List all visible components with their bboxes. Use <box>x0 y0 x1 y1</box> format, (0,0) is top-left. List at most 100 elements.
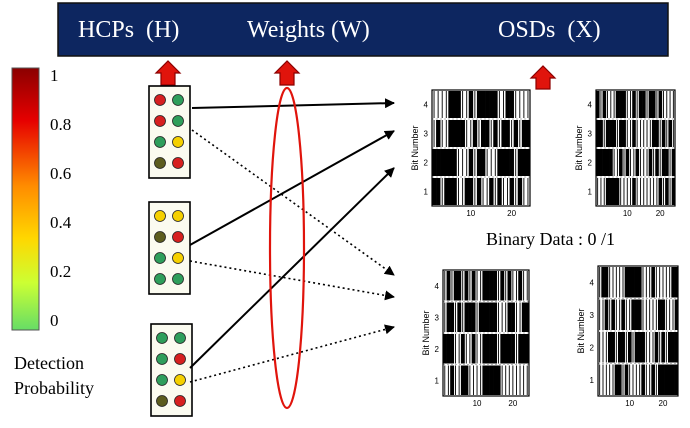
osd-bit-cell <box>668 120 673 147</box>
osd-bit-cell <box>521 149 527 176</box>
osd-bit-cell <box>642 91 646 118</box>
osd-bit-cell <box>481 120 486 147</box>
osd-bit-cell <box>452 91 457 118</box>
up-arrow-icon <box>154 60 182 86</box>
osd-bit-cell <box>628 332 632 363</box>
osd-bit-cell <box>503 334 508 364</box>
hcp-dot <box>174 332 186 344</box>
osd-bit-cell <box>632 178 636 205</box>
osd-bit-cell <box>497 149 502 176</box>
osd-bit-cell <box>507 271 512 301</box>
osd-bit-cell <box>452 120 457 147</box>
osd-ytick-label: 2 <box>424 159 429 168</box>
osd-frame <box>595 89 676 207</box>
osd-xtick-label: 10 <box>473 399 482 408</box>
osd-bit-cell <box>658 299 662 330</box>
osd-bit-cell <box>605 178 610 205</box>
osd-bit-cell <box>464 271 469 301</box>
up-arrow-icon <box>529 65 557 90</box>
hcp-dot <box>172 273 184 285</box>
osd-bit-cell <box>664 364 669 395</box>
osd-bit-cell <box>486 365 490 395</box>
osd-bit-cell <box>444 149 449 176</box>
osd-ytick-label: 3 <box>435 313 440 322</box>
osd-xtick-label: 10 <box>466 209 475 218</box>
osd-bit-cell <box>482 271 487 301</box>
osd-bit-cell <box>625 149 630 176</box>
osd-bit-cell <box>631 299 635 330</box>
osd-bit-cell <box>658 91 663 118</box>
hcp-group <box>148 201 191 295</box>
hcp-dot <box>174 374 186 386</box>
osd-bit-cell <box>634 332 639 363</box>
osd-bit-cell <box>674 267 679 298</box>
osd-bit-cell <box>436 178 441 205</box>
osd-bit-cell <box>661 299 665 330</box>
colorbar-gradient <box>11 67 40 331</box>
hcp-dot <box>172 231 184 243</box>
osd-xtick-label: 10 <box>623 209 632 218</box>
osd-bit-cell <box>619 91 623 118</box>
osd-bit-cell <box>493 271 498 301</box>
osd-bit-cell <box>654 332 659 363</box>
colorbar-caption-line2: Probability <box>14 378 94 398</box>
colorbar-tick-label: 0.6 <box>50 164 71 183</box>
osd-ytick-label: 3 <box>590 311 595 320</box>
osd-xtick-label: 20 <box>507 209 516 218</box>
hcp-group <box>150 323 193 417</box>
osd-ytick-label: 3 <box>588 130 593 139</box>
osd-bit-cell <box>671 267 675 298</box>
osd-bit-cell <box>674 299 679 330</box>
osd-bit-cell <box>518 334 523 364</box>
hcp-dot <box>154 273 166 285</box>
osd-bit-cell <box>497 178 502 205</box>
osd-bit-cell <box>443 334 447 364</box>
osd-bit-cell <box>464 365 469 395</box>
osd-bit-cell <box>448 178 453 205</box>
osd-bit-cell <box>624 267 629 298</box>
hcp-dot <box>172 157 184 169</box>
osd-bit-cell <box>638 267 642 298</box>
osd-bit-cell <box>604 299 609 330</box>
osd-bit-cell <box>489 302 494 332</box>
osd-bit-cell <box>614 364 619 395</box>
osd-bit-cell <box>599 149 603 176</box>
hcp-dot <box>172 252 184 264</box>
osd-bit-cell <box>496 365 501 395</box>
colorbar-tick-label: 0.2 <box>50 262 71 281</box>
osd-bit-cell <box>602 149 607 176</box>
osd-bit-cell <box>641 364 645 395</box>
osd-bit-cell <box>641 332 645 363</box>
osd-bit-cell <box>513 120 519 147</box>
osd-bit-cell <box>525 334 530 364</box>
osd-ytick-label: 4 <box>424 101 429 110</box>
osd-bit-cell <box>485 120 490 147</box>
osd-bit-cell <box>665 149 669 176</box>
osd-bit-cell <box>638 299 642 330</box>
osd-frame <box>597 265 679 397</box>
connection-arrow <box>189 167 395 369</box>
osd-bit-cell <box>446 334 451 364</box>
osd-bit-cell <box>464 178 470 205</box>
osd-bit-cell <box>489 178 494 205</box>
osd-bit-cell <box>493 91 498 118</box>
hcp-dot <box>172 115 184 127</box>
hcp-dot <box>154 115 166 127</box>
osd-bit-cell <box>468 91 474 118</box>
hcp-dot <box>156 332 168 344</box>
osd-bit-cell <box>596 120 600 147</box>
osd-bit-cell <box>521 120 527 147</box>
osd-bit-cell <box>609 149 613 176</box>
osd-bit-cell <box>525 149 531 176</box>
osds-label: OSDs (X) <box>498 17 601 43</box>
osd-bit-cell <box>509 91 514 118</box>
osd-bit-cell <box>619 120 623 147</box>
osd-bit-cell <box>471 271 476 301</box>
osd-ytick-label: 1 <box>424 188 429 197</box>
osd-bit-cell <box>444 178 449 205</box>
osd-bit-cell <box>446 271 451 301</box>
colorbar-tick-label: 0.4 <box>50 213 72 232</box>
osd-bit-cell <box>448 120 453 147</box>
